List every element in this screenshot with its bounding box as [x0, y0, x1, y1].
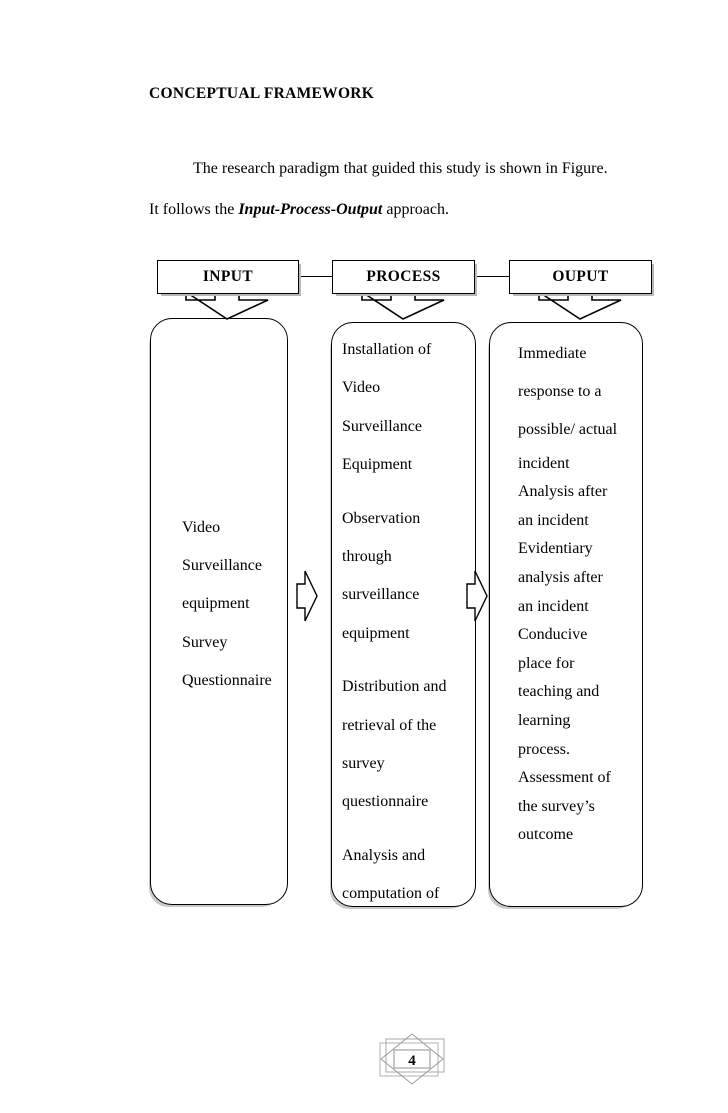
output-line: learning [518, 711, 571, 729]
process-group-spacer [342, 822, 446, 837]
output-line: response to a [518, 383, 602, 401]
input-line: Surveillance [182, 557, 262, 575]
output-column-text: Immediate response to a possible/ actual… [518, 335, 617, 850]
process-group-spacer [342, 653, 446, 668]
output-line: Assessment of [518, 769, 611, 787]
output-line: the survey’s [518, 797, 595, 815]
process-line: Distribution and [342, 678, 447, 696]
header-box-input-label: INPUT [202, 268, 254, 285]
intro-prefix-text: It follows the [149, 201, 239, 218]
header-box-output: OUPUT [509, 260, 652, 294]
input-line: equipment [182, 595, 250, 613]
input-line: Survey [182, 633, 228, 651]
intro-paragraph-second: It follows the Input-Process-Output appr… [149, 201, 669, 219]
content-box-output: Immediate response to a possible/ actual… [489, 322, 643, 907]
right-arrow-icon-process-to-output [466, 570, 488, 622]
input-line: Video [182, 519, 221, 536]
content-box-input: Video Surveillance equipment Survey Ques… [150, 318, 288, 905]
output-line: an incident [518, 597, 589, 615]
right-arrow-icon-input-to-process [296, 570, 318, 622]
output-line: possible/ actual [518, 421, 618, 439]
header-box-process-label: PROCESS [366, 268, 441, 285]
process-line: questionnaire [342, 793, 429, 811]
output-line: place for [518, 654, 575, 672]
process-line: Installation of [342, 341, 432, 358]
process-line: equipment [342, 624, 410, 642]
down-arrow-icon-input [185, 291, 269, 320]
down-arrow-icon-output [538, 291, 622, 320]
connector-line-process-output [473, 276, 510, 277]
output-line: Immediate [518, 345, 587, 362]
input-line: Questionnaire [182, 671, 272, 689]
process-line: Surveillance [342, 417, 422, 435]
page-number-ornament-icon [379, 1033, 445, 1085]
output-line: teaching and [518, 683, 600, 701]
intro-paragraph-first: The research paradigm that guided this s… [193, 160, 608, 177]
output-line: process. [518, 740, 570, 758]
down-arrow-icon-process [361, 291, 445, 320]
process-line: Analysis and [342, 846, 426, 864]
connector-line-input-process [297, 276, 334, 277]
process-line: survey [342, 755, 385, 773]
output-line: Analysis after [518, 483, 608, 501]
process-column-text: Installation of Video Surveillance Equip… [342, 331, 447, 906]
process-group-spacer [342, 485, 446, 500]
output-line: Evidentiary [518, 540, 593, 558]
input-column-text: Video Surveillance equipment Survey Ques… [182, 509, 272, 700]
output-line: outcome [518, 826, 574, 844]
process-line: Video [342, 379, 381, 397]
header-box-process: PROCESS [332, 260, 475, 294]
process-line: Equipment [342, 456, 413, 474]
page-number: 4 [408, 1052, 416, 1069]
process-line-clipped: computation of [342, 885, 440, 903]
header-box-output-label: OUPUT [552, 268, 609, 285]
output-line: Conducive [518, 626, 588, 644]
process-line: retrieval of the [342, 716, 437, 734]
output-line: incident [518, 454, 570, 472]
output-line: an incident [518, 511, 589, 529]
approach-term: Input-Process-Output [238, 201, 383, 218]
output-line: analysis after [518, 568, 603, 586]
page-title: CONCEPTUAL FRAMEWORK [149, 85, 375, 102]
content-box-process: Installation of Video Surveillance Equip… [331, 322, 476, 907]
intro-suffix-text: approach. [382, 201, 449, 218]
process-line: through [342, 548, 392, 566]
process-line: Observation [342, 509, 421, 527]
process-line: surveillance [342, 586, 420, 604]
header-box-input: INPUT [157, 260, 299, 294]
output-tight-block: incident Analysis after an incident Evid… [518, 450, 617, 850]
output-loose-block: Immediate response to a possible/ actual [518, 335, 617, 450]
